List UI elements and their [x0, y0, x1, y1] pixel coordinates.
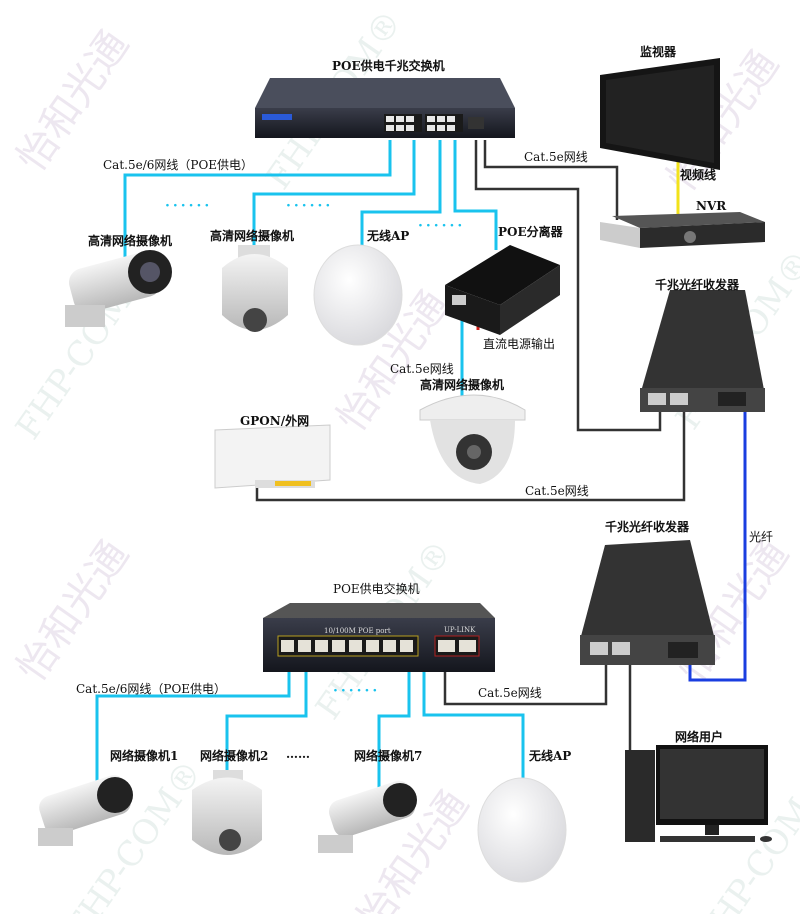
cable-b-camera2: [225, 672, 308, 775]
bottom-poe-switch: [263, 603, 495, 672]
cable-b-camera7: [377, 672, 411, 792]
gpon-modem: [214, 424, 331, 489]
cable-b-camera1: [95, 672, 291, 785]
uplink-label: UP-LINK: [444, 626, 476, 634]
bullet-camera-7: [318, 780, 417, 853]
speed-dome-camera-top: [222, 245, 288, 332]
ellipsis-dots: ······: [333, 683, 381, 699]
cat5e-bottom-label: Cat.5e网线: [478, 686, 542, 700]
converter-top-label: 千兆光纤收发器: [655, 278, 740, 292]
poe-splitter: [445, 245, 560, 335]
cable-bottom-switch-converter: [443, 655, 608, 706]
cable-switch-converter: [474, 140, 662, 432]
cable-switch-nvr: [483, 140, 619, 220]
cable-b-ap: [422, 672, 525, 785]
cat5e-splitter-label: Cat.5e网线: [390, 362, 454, 376]
top-switch-label: POE供电千兆交换机: [332, 59, 445, 73]
gpon-label: GPON/外网: [240, 414, 310, 428]
dome-camera-label: 高清网络摄像机: [420, 378, 505, 392]
poe-cable-bottom-label: Cat.5e/6网线（POE供电）: [76, 682, 227, 696]
network-user-pc: [625, 745, 772, 842]
cable-camera2: [252, 140, 416, 258]
cable-ap: [360, 140, 442, 248]
cable-gpon-converter: [255, 400, 686, 502]
cable-splitter: [453, 140, 498, 250]
cat5e-nvr-label: Cat.5e网线: [524, 150, 588, 164]
nvr-label: NVR: [696, 199, 727, 213]
network-user-label: 网络用户: [675, 730, 724, 744]
top-camera1-label: 高清网络摄像机: [88, 234, 173, 248]
splitter-label: POE分离器: [498, 225, 563, 239]
poe-cable-top-label: Cat.5e/6网线（POE供电）: [103, 158, 254, 172]
switch-logo: [262, 114, 292, 120]
wireless-ap-top: [313, 244, 403, 346]
cable-camera1: [123, 140, 392, 262]
fiber-converter-bottom: [580, 540, 715, 665]
bullet-camera-1: [38, 775, 133, 846]
nvr-recorder: [600, 212, 765, 248]
fiber-converter-top: [640, 290, 765, 412]
wireless-ap-bottom: [477, 777, 567, 883]
poe-port-label: 10/100M POE port: [324, 627, 391, 635]
bottom-switch-label: POE供电交换机: [333, 582, 420, 596]
bottom-camera1-label: 网络摄像机1: [110, 749, 179, 763]
converter-bottom-label: 千兆光纤收发器: [605, 520, 690, 534]
ellipsis-dots: ······: [286, 198, 334, 214]
monitor: [600, 58, 720, 170]
top-poe-gigabit-switch: [255, 78, 515, 138]
monitor-label: 监视器: [640, 45, 677, 59]
bottom-ap-label: 无线AP: [529, 749, 572, 763]
bottom-camera7-label: 网络摄像机7: [354, 749, 423, 763]
bullet-camera-top: [65, 250, 172, 327]
speed-dome-camera-2: [192, 770, 262, 855]
ellipsis-dots: ······: [418, 218, 466, 234]
poe-cables-bottom: [95, 672, 525, 792]
bottom-camera2-label: 网络摄像机2: [200, 749, 269, 763]
cat5e-gpon-label: Cat.5e网线: [525, 484, 589, 498]
poe-cables-top: [123, 140, 498, 398]
fiber-label: 光纤: [749, 530, 774, 544]
cat5e-cables: [255, 140, 686, 752]
dc-output-label: 直流电源输出: [483, 337, 556, 351]
top-camera2-label: 高清网络摄像机: [210, 229, 295, 243]
video-cable-label: 视频线: [680, 168, 717, 182]
ellipsis-dots: ······: [165, 198, 213, 214]
bottom-ellipsis: ……: [286, 747, 310, 761]
dome-camera-top: [419, 394, 526, 484]
top-ap-label: 无线AP: [367, 229, 410, 243]
